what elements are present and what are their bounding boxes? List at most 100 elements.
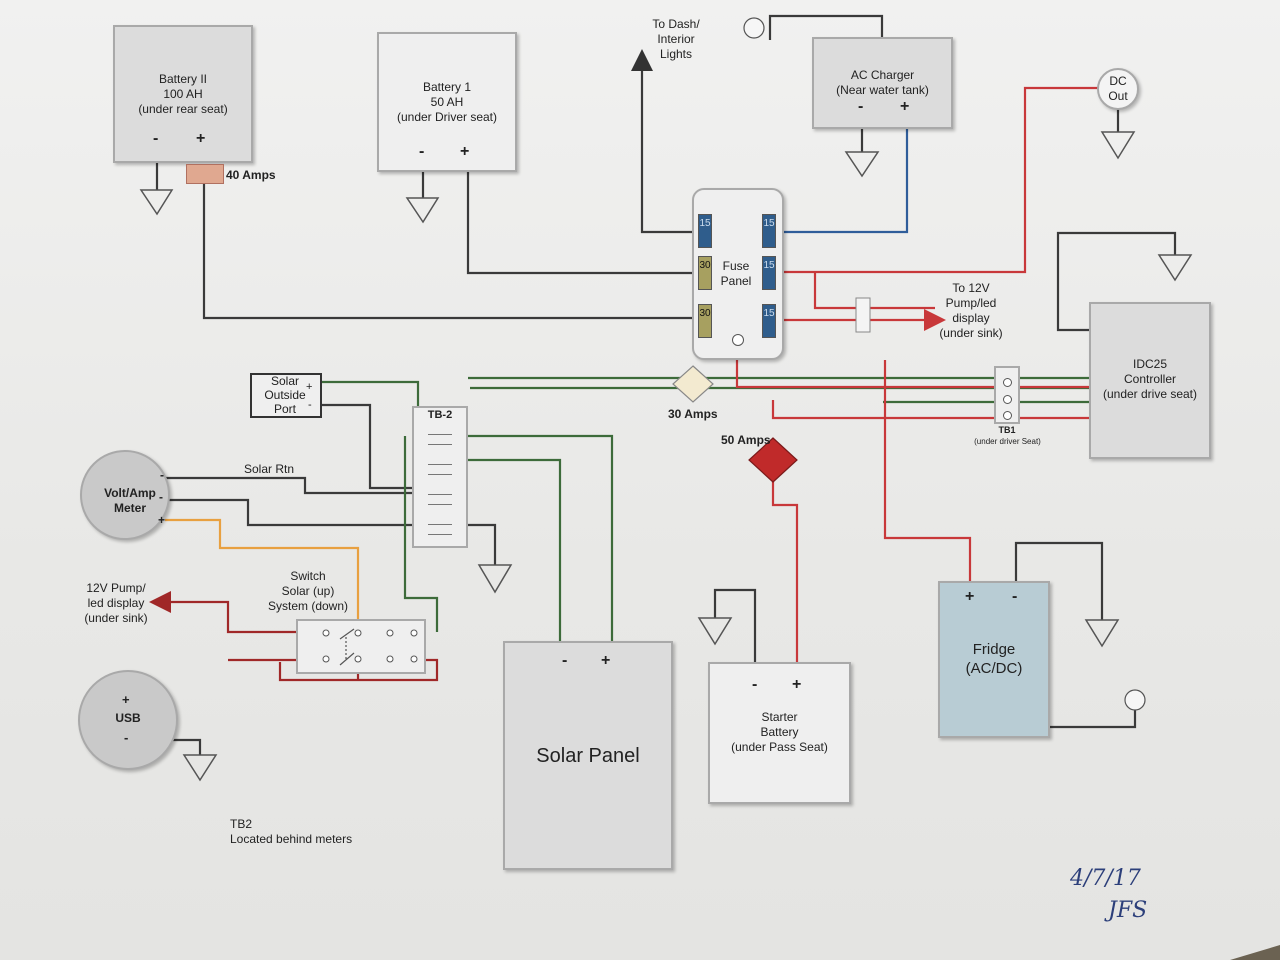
wire-ac-pos: [778, 128, 909, 234]
fuse-15a-icon: 15: [762, 256, 776, 290]
to-dash-line1: To Dash/: [652, 17, 700, 31]
wire-starter-neg: [713, 588, 757, 662]
starter-line3: (under Pass Seat): [731, 740, 828, 754]
fuse-40a-label: 40 Amps: [226, 168, 276, 182]
wire-tb2-ground: [468, 523, 497, 565]
fridge-neg: -: [1012, 588, 1018, 605]
meter-terminal-3: +: [158, 513, 166, 527]
solar-panel-name: Solar Panel: [536, 745, 640, 767]
solar-port-line2: Outside: [264, 388, 306, 402]
solar-port-line1: Solar: [270, 374, 299, 388]
meter-line2: Meter: [113, 501, 146, 515]
battery-1-neg: -: [419, 143, 425, 160]
meter-line1: Volt/Amp: [104, 486, 156, 500]
fuse-15a-icon: 15: [762, 214, 776, 248]
tb2-terminals-icon: [428, 430, 452, 536]
battery-2-capacity: 100 AH: [163, 87, 203, 101]
ground-icon: [1157, 254, 1193, 282]
wire-solarport-neg: [322, 403, 412, 490]
fridge-box: [938, 581, 1050, 738]
battery-2-pos: +: [196, 130, 206, 147]
tb1-terminal-icon: [1003, 411, 1012, 420]
meter-terminal-1: -: [160, 468, 164, 482]
wire-tb1-red1: [735, 340, 1090, 389]
ac-charger-pos: +: [900, 98, 910, 115]
wire-tb2-solar-pos: [468, 434, 614, 642]
starter-neg: -: [752, 676, 758, 693]
fuse-50a-label: 50 Amps: [721, 433, 771, 447]
ground-icon: [477, 564, 513, 594]
fuse-30a-label: 30 Amps: [668, 407, 718, 421]
solar-panel-box: [503, 641, 673, 870]
ac-charger-location: (Near water tank): [836, 83, 929, 97]
battery-2-neg: -: [153, 130, 159, 147]
wire-fridge-pos: [883, 360, 972, 582]
fuse-panel-line1: Fuse: [722, 259, 750, 273]
wire-ac-plug: [768, 14, 884, 40]
wire-switch-pump: [149, 591, 296, 634]
ground-icon: [1084, 619, 1120, 648]
signature-initials: JFS: [1108, 898, 1148, 923]
to-12v-line1: To 12V: [952, 281, 990, 295]
switch-box: [296, 619, 426, 674]
ground-icon: [139, 189, 174, 216]
wire-battery2-pos: [202, 180, 697, 320]
fuse-30a-slot-icon: 30: [698, 256, 712, 290]
battery-2-box: [113, 25, 253, 163]
dc-out-line1: DC: [1109, 74, 1127, 88]
battery-1-pos: +: [460, 143, 470, 160]
switch-line2: Solar (up): [281, 584, 335, 598]
wire-fuse-pump: [813, 272, 935, 310]
solar-port-line3: Port: [273, 402, 296, 416]
usb-label: USB: [115, 711, 141, 725]
inline-fuse-icon: [855, 297, 871, 333]
starter-battery-box: [708, 662, 851, 804]
usb-pos: +: [122, 692, 130, 707]
fuse-15a-icon: 15: [698, 214, 712, 248]
wire-meter-pos: [165, 518, 360, 632]
solar-port-pos: +: [306, 381, 313, 393]
pump-left-line2: led display: [87, 596, 145, 610]
idc25-box: [1089, 302, 1211, 459]
starter-pos: +: [792, 676, 802, 693]
wire-idc-ground: [1056, 231, 1177, 332]
ac-charger-neg: -: [858, 98, 864, 115]
pump-left-line3: (under sink): [84, 611, 148, 625]
ac-plug-icon: [743, 17, 765, 39]
solar-panel-neg: -: [562, 652, 568, 669]
wire-starter-pos: [771, 480, 799, 662]
wire-meter-neg2: [165, 498, 412, 527]
fridge-pos: +: [965, 588, 975, 605]
ground-icon: [844, 151, 880, 178]
battery-2-name: Battery II: [158, 72, 208, 86]
tb1-terminal-icon: [1003, 395, 1012, 404]
wire-tb1-red2: [771, 400, 1090, 420]
fuse-30a-icon: [672, 365, 714, 403]
idc25-line3: (under drive seat): [1102, 387, 1198, 401]
battery-2-location: (under rear seat): [138, 102, 228, 116]
ground-icon: [1100, 131, 1136, 160]
note-line2: Located behind meters: [230, 832, 353, 846]
to-dash-line2: Interior: [657, 32, 695, 46]
wire-solar-neg: [468, 458, 562, 642]
wire-battery1-pos: [466, 162, 697, 275]
fuse-30a-slot-icon: 30: [698, 304, 712, 338]
ac-charger-name: AC Charger: [850, 68, 915, 82]
ground-icon: [182, 754, 218, 782]
usb-outlet: [78, 670, 178, 770]
wire-tb2-switch: [403, 436, 439, 632]
fuse-40a-block: [186, 164, 224, 184]
idc25-line2: Controller: [1123, 372, 1177, 386]
fuse-50a-icon: [748, 437, 798, 483]
ground-icon: [697, 617, 733, 646]
dc-out-circle: [1097, 68, 1139, 110]
to-12v-line2: Pump/led: [945, 296, 997, 310]
battery-1-location: (under Driver seat): [396, 110, 498, 124]
tb1-location: (under driver Seat): [974, 437, 1041, 446]
switch-line1: Switch: [290, 569, 326, 583]
meter-terminal-2: -: [159, 490, 163, 504]
solar-outside-port-box: [250, 373, 322, 418]
usb-neg: -: [124, 730, 129, 745]
volt-amp-meter: [80, 450, 170, 540]
